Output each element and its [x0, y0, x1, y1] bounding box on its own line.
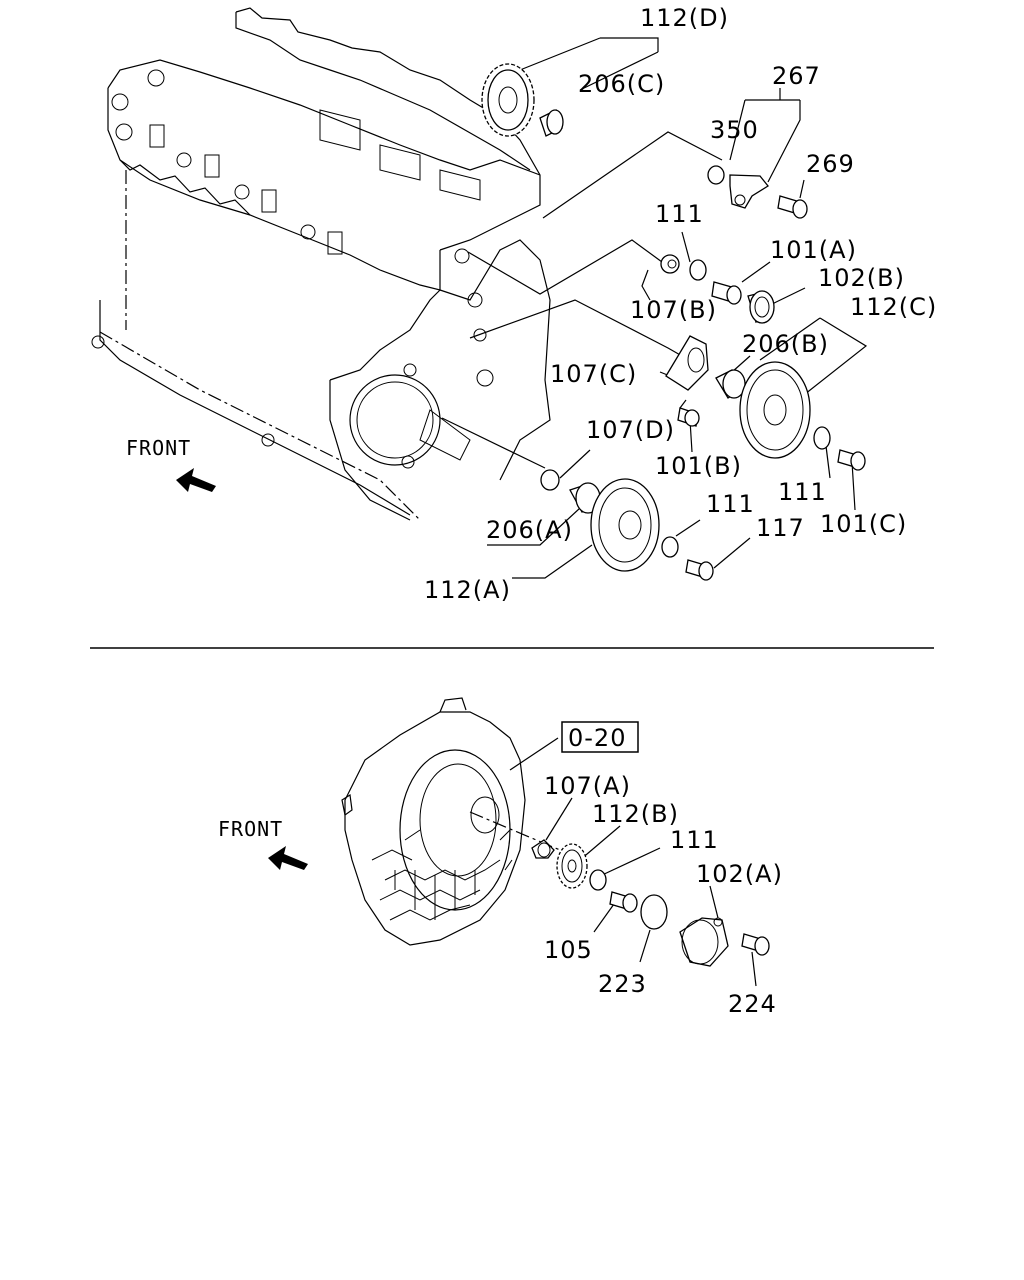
- front-label-bottom: FRONT: [218, 817, 283, 841]
- bolt-224: [741, 933, 770, 956]
- front-label-top: FRONT: [126, 436, 191, 460]
- label-350: 350: [710, 116, 759, 144]
- label-102b: 102(B): [818, 264, 905, 292]
- bolt-105: [609, 891, 638, 913]
- label-101c: 101(C): [820, 510, 907, 538]
- gear-112a: [590, 478, 660, 572]
- label-107b: 107(B): [630, 296, 717, 324]
- front-indicator-top: FRONT: [126, 436, 216, 492]
- label-223: 223: [598, 970, 647, 998]
- label-111-a: 111: [655, 200, 704, 228]
- label-107d: 107(D): [586, 416, 675, 444]
- oring-223: [640, 894, 668, 930]
- label-111-b: 111: [778, 478, 827, 506]
- engine-block-drawing: [91, 7, 551, 521]
- bush-206c: [539, 109, 564, 137]
- leader-lines-top: [441, 37, 868, 579]
- label-112a: 112(A): [424, 576, 511, 604]
- label-107a: 107(A): [544, 772, 631, 800]
- label-112d: 112(D): [640, 4, 729, 32]
- leader-lines-bottom: [509, 737, 757, 987]
- gear-112d: [481, 63, 535, 137]
- label-224: 224: [728, 990, 777, 1018]
- label-269: 269: [806, 150, 855, 178]
- label-102a: 102(A): [696, 860, 783, 888]
- label-206a: 206(A): [486, 516, 573, 544]
- callouts-top: 112(D) 206(C) 267 350 269 111 101(A) 102…: [424, 4, 937, 604]
- gear-112c: [739, 361, 811, 459]
- label-101a: 101(A): [770, 236, 857, 264]
- label-206c: 206(C): [578, 70, 665, 98]
- gear-112b: [556, 843, 588, 889]
- bracket-107c: [665, 335, 709, 391]
- washer-111-b: [813, 426, 831, 450]
- parts-bottom: [531, 839, 770, 967]
- bolt-101a: [711, 281, 742, 305]
- label-112c: 112(C): [850, 293, 937, 321]
- bolt-101c: [837, 449, 866, 471]
- bolt-117: [685, 559, 714, 581]
- cover-102a: [679, 917, 729, 967]
- label-ref-box: 0-20: [568, 724, 626, 752]
- bolt-269: [777, 195, 808, 219]
- parts-top: [481, 63, 866, 581]
- bearing-102b: [747, 290, 775, 324]
- label-267: 267: [772, 62, 821, 90]
- label-105: 105: [544, 936, 593, 964]
- bush-107a: [531, 839, 555, 859]
- flywheel-housing-drawing: [341, 697, 561, 946]
- callouts-bottom: 107(A) 112(B) 111 102(A) 105 223 224: [544, 772, 783, 1018]
- bush-107b: [660, 254, 680, 274]
- label-206b: 206(B): [742, 330, 829, 358]
- front-arrow-icon-top: [176, 468, 216, 492]
- label-107c: 107(C): [550, 360, 637, 388]
- label-111-c: 111: [706, 490, 755, 518]
- label-112b: 112(B): [592, 800, 679, 828]
- washer-111-a: [689, 259, 707, 281]
- sensor-267: [729, 174, 769, 209]
- washer-111-d: [589, 869, 607, 891]
- reference-box: 0-20: [561, 721, 639, 753]
- label-101b: 101(B): [655, 452, 742, 480]
- bush-107d: [540, 469, 560, 491]
- bolt-101b: [677, 407, 700, 427]
- label-111-d: 111: [670, 826, 719, 854]
- housing-ribs: [371, 829, 513, 921]
- washer-111-c: [661, 536, 679, 558]
- label-117: 117: [756, 514, 805, 542]
- front-arrow-icon-bottom: [268, 846, 308, 870]
- bush-206b: [715, 369, 746, 399]
- front-indicator-bottom: FRONT: [218, 817, 308, 870]
- oring-350: [707, 165, 725, 185]
